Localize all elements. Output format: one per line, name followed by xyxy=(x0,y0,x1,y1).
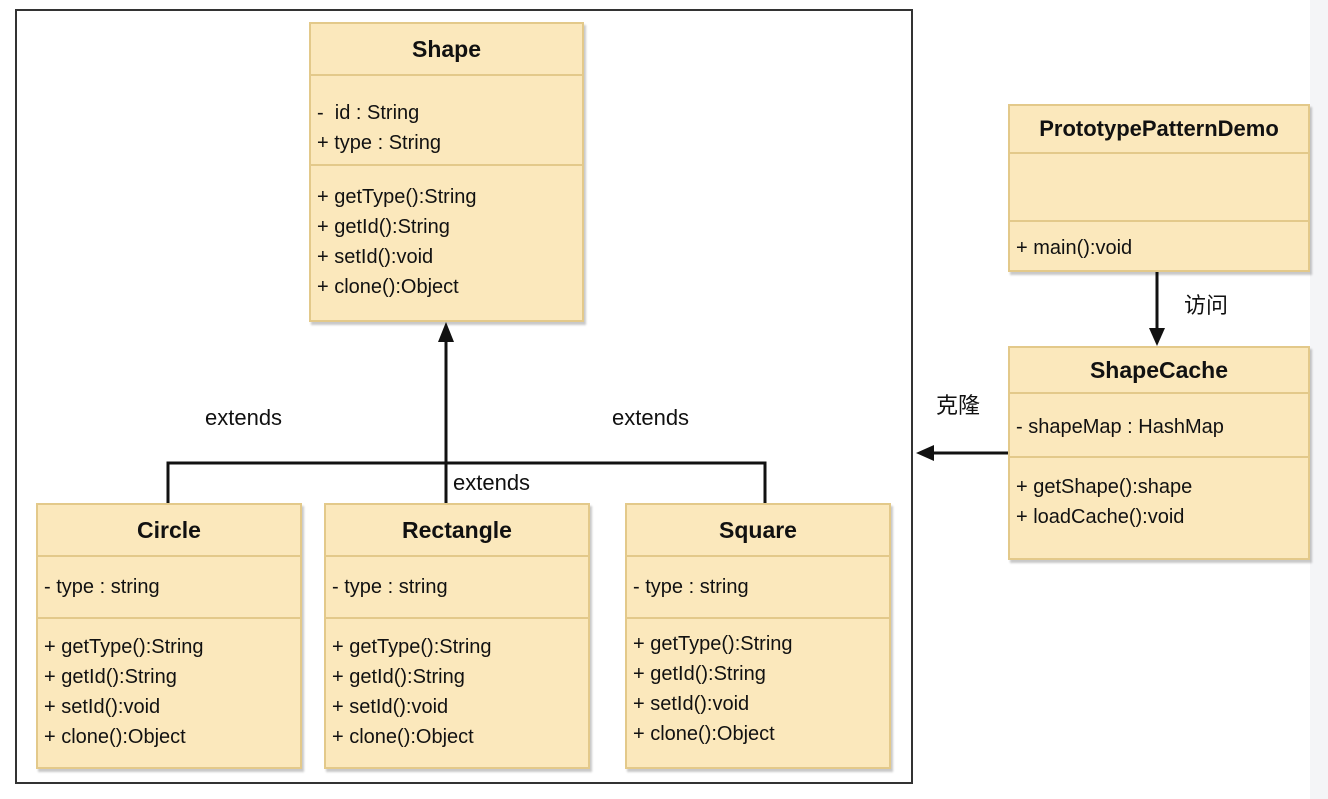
class-rectangle-methods: + getType():String + getId():String + se… xyxy=(326,627,588,752)
method: + getType():String xyxy=(317,186,477,208)
class-cache-name: ShapeCache xyxy=(1010,348,1308,394)
method: + main():void xyxy=(1016,237,1133,259)
class-circle[interactable]: Circle - type : string + getType():Strin… xyxy=(36,503,302,769)
class-square-attributes: - type : string xyxy=(627,563,889,619)
extends-label-center: extends xyxy=(453,470,531,495)
class-cache-methods: + getShape():shape + loadCache():void xyxy=(1010,472,1308,532)
method: + clone():Object xyxy=(633,723,775,745)
class-shape-methods: + getType():String + getId():String + se… xyxy=(311,172,582,302)
clone-arrowhead xyxy=(916,445,934,461)
method: + getId():String xyxy=(332,666,465,688)
visit-label: 访问 xyxy=(1184,293,1229,318)
class-square-name: Square xyxy=(627,505,889,557)
method: + clone():Object xyxy=(44,726,186,748)
page-side-strip xyxy=(1310,0,1328,799)
extends-label-right: extends xyxy=(612,405,690,430)
class-shape-cache[interactable]: ShapeCache - shapeMap : HashMap + getSha… xyxy=(1008,346,1310,560)
class-prototype-pattern-demo[interactable]: PrototypePatternDemo + main():void xyxy=(1008,104,1310,272)
method: + getId():String xyxy=(317,216,450,238)
class-rectangle-attributes: - type : string xyxy=(326,563,588,619)
method: + setId():void xyxy=(44,696,161,718)
class-shape[interactable]: Shape - id : String + type : String + ge… xyxy=(309,22,584,322)
class-rectangle-name: Rectangle xyxy=(326,505,588,557)
clone-label: 克隆 xyxy=(936,393,981,418)
class-demo-name: PrototypePatternDemo xyxy=(1010,106,1308,154)
visit-arrowhead xyxy=(1149,328,1165,346)
inheritance-arrowhead xyxy=(438,322,454,342)
attribute: - type : string xyxy=(332,576,448,598)
method: + getId():String xyxy=(44,666,177,688)
attribute: - id : String xyxy=(317,102,420,124)
method: + loadCache():void xyxy=(1016,506,1185,528)
method: + getType():String xyxy=(633,633,793,655)
class-shape-name: Shape xyxy=(311,24,582,76)
method: + clone():Object xyxy=(332,726,474,748)
method: + clone():Object xyxy=(317,276,459,298)
class-shape-attributes: - id : String + type : String xyxy=(311,84,582,166)
method: + setId():void xyxy=(633,693,750,715)
attribute: + type : String xyxy=(317,132,441,154)
class-circle-attributes: - type : string xyxy=(38,563,300,619)
method: + getType():String xyxy=(332,636,492,658)
attribute: - type : string xyxy=(44,576,160,598)
class-rectangle[interactable]: Rectangle - type : string + getType():St… xyxy=(324,503,590,769)
class-circle-name: Circle xyxy=(38,505,300,557)
method: + getType():String xyxy=(44,636,204,658)
method: + getId():String xyxy=(633,663,766,685)
class-cache-attributes: - shapeMap : HashMap xyxy=(1010,400,1308,458)
attribute: - type : string xyxy=(633,576,749,598)
method: + getShape():shape xyxy=(1016,476,1193,498)
class-square[interactable]: Square - type : string + getType():Strin… xyxy=(625,503,891,769)
attribute: - shapeMap : HashMap xyxy=(1016,416,1224,438)
inheritance-connector xyxy=(166,461,767,503)
class-demo-methods: + main():void xyxy=(1010,233,1308,263)
class-circle-methods: + getType():String + getId():String + se… xyxy=(38,627,300,752)
method: + setId():void xyxy=(332,696,449,718)
method: + setId():void xyxy=(317,246,434,268)
class-square-methods: + getType():String + getId():String + se… xyxy=(627,627,889,749)
extends-label-left: extends xyxy=(205,405,283,430)
class-demo-attributes xyxy=(1010,160,1308,222)
